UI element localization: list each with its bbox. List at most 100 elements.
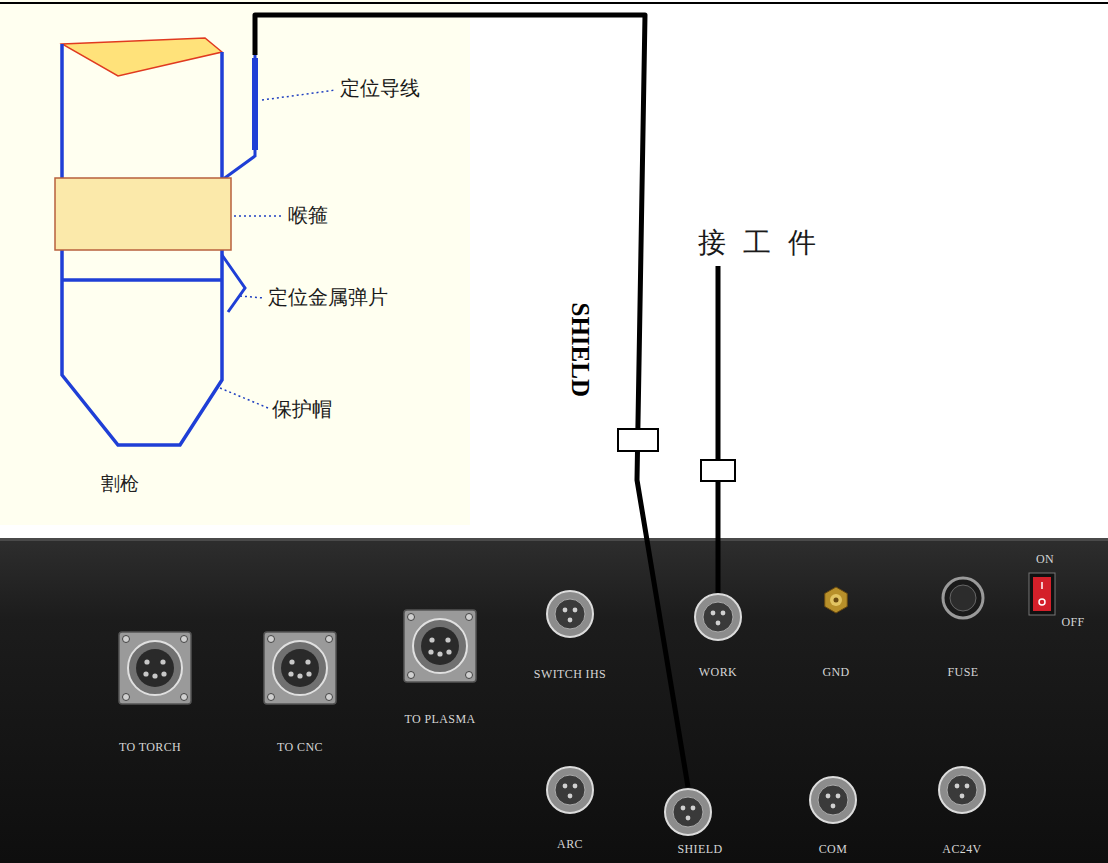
connector-socket xyxy=(136,649,174,687)
connector-pin xyxy=(960,794,965,799)
panel-label: TO PLASMA xyxy=(404,713,475,727)
part-label: 定位金属弹片 xyxy=(268,285,388,309)
part-label: 保护帽 xyxy=(272,397,332,421)
connector-pin xyxy=(681,806,686,811)
torch-drawing xyxy=(222,55,255,180)
connector-socket xyxy=(421,627,459,665)
shield-cable xyxy=(255,15,688,787)
connector-socket xyxy=(673,797,703,827)
connector-pin xyxy=(152,673,157,678)
figure-caption: 割枪 xyxy=(101,473,139,495)
switch-mark xyxy=(1041,582,1043,589)
fuse-cap xyxy=(950,585,976,611)
leader-line xyxy=(262,90,336,100)
connector-pin xyxy=(563,608,568,613)
panel-connector: TO PLASMA xyxy=(399,608,481,729)
screw xyxy=(123,694,130,701)
connector-pin xyxy=(568,618,573,623)
screw xyxy=(181,694,188,701)
connector-socket xyxy=(703,602,733,632)
connector-pin xyxy=(721,611,726,616)
illustration-ground xyxy=(0,0,470,525)
torch-drawing xyxy=(62,44,222,445)
panel-connector-icon xyxy=(545,765,595,815)
brass-stud xyxy=(830,594,842,606)
panel-connector: TO CNC xyxy=(260,630,340,757)
panel-label: SHIELD xyxy=(677,843,722,857)
panel-label: GND xyxy=(822,666,849,680)
connector-pin xyxy=(289,659,294,664)
connector-pin xyxy=(691,806,696,811)
panel-connector-icon xyxy=(808,775,858,825)
connector-pin xyxy=(965,784,970,789)
panel-connector: WORK xyxy=(691,592,745,682)
connector-pin xyxy=(716,621,721,626)
leader-line xyxy=(234,215,284,217)
cable-note: 接 工 件 xyxy=(698,226,820,260)
leader-line xyxy=(220,388,268,408)
panel-label: WORK xyxy=(699,666,737,680)
connector-ring xyxy=(273,641,327,695)
panel-label: COM xyxy=(819,843,848,857)
screw xyxy=(268,636,275,643)
fuse-holder-icon xyxy=(941,576,985,620)
rear-panel xyxy=(0,538,1108,863)
panel-label: ARC xyxy=(557,838,583,852)
connector-pin xyxy=(686,816,691,821)
fuse-cap xyxy=(943,578,983,618)
power-socket: AC24V xyxy=(935,765,989,859)
work-cable xyxy=(716,266,721,594)
panel-edge xyxy=(0,538,1108,541)
connector-pin xyxy=(305,659,310,664)
switch-rocker xyxy=(1033,577,1051,611)
switch-bezel xyxy=(1029,573,1055,615)
connector-socket xyxy=(555,599,585,629)
panel-connector: ARC xyxy=(543,765,597,854)
header-rule xyxy=(0,2,1108,4)
torch-drawing xyxy=(62,278,222,282)
fuse-holder: FUSE xyxy=(939,576,987,682)
part-label: 定位导线 xyxy=(340,76,420,100)
connector-plate xyxy=(404,610,476,682)
connector-pin xyxy=(297,673,302,678)
connector-ring xyxy=(810,777,856,823)
connector-ring xyxy=(665,789,711,835)
ground-terminal: GND xyxy=(817,585,855,682)
panel-connector: SWITCH IHS xyxy=(529,589,612,684)
connector-pin xyxy=(306,671,311,676)
cable-label: SHIELD xyxy=(566,303,594,397)
connector-pin xyxy=(573,608,578,613)
panel-label: SWITCH IHS xyxy=(534,668,606,682)
connector-socket xyxy=(947,775,977,805)
connector-ring xyxy=(413,619,467,673)
torch-drawing xyxy=(55,38,255,445)
panel-connector-icon xyxy=(545,589,595,639)
panel-label: ON xyxy=(1036,553,1054,567)
connector-pin xyxy=(955,784,960,789)
panel-connector-icon xyxy=(402,608,478,684)
connector-pin xyxy=(446,649,451,654)
screw xyxy=(408,614,415,621)
connector-pin xyxy=(160,659,165,664)
brass-stud xyxy=(834,598,839,603)
connector-pin xyxy=(568,794,573,799)
power-switch-icon xyxy=(1028,572,1056,616)
screw xyxy=(326,636,333,643)
power-socket-icon xyxy=(937,765,987,815)
connector-pin xyxy=(437,651,442,656)
panel-connector: SHIELD xyxy=(648,787,728,859)
connector-pin xyxy=(143,671,148,676)
connector-ring xyxy=(547,591,593,637)
screw xyxy=(326,694,333,701)
connector-socket xyxy=(281,649,319,687)
connector-socket xyxy=(555,775,585,805)
screw xyxy=(466,672,473,679)
panel-label: FUSE xyxy=(948,666,979,680)
torch-figure: 割枪 xyxy=(55,55,260,510)
torch-drawing xyxy=(222,255,245,312)
power-switch: ONOFF xyxy=(994,553,1090,632)
panel-label: TO CNC xyxy=(277,741,323,755)
connector-ring xyxy=(939,767,985,813)
torch-drawing xyxy=(252,58,258,150)
